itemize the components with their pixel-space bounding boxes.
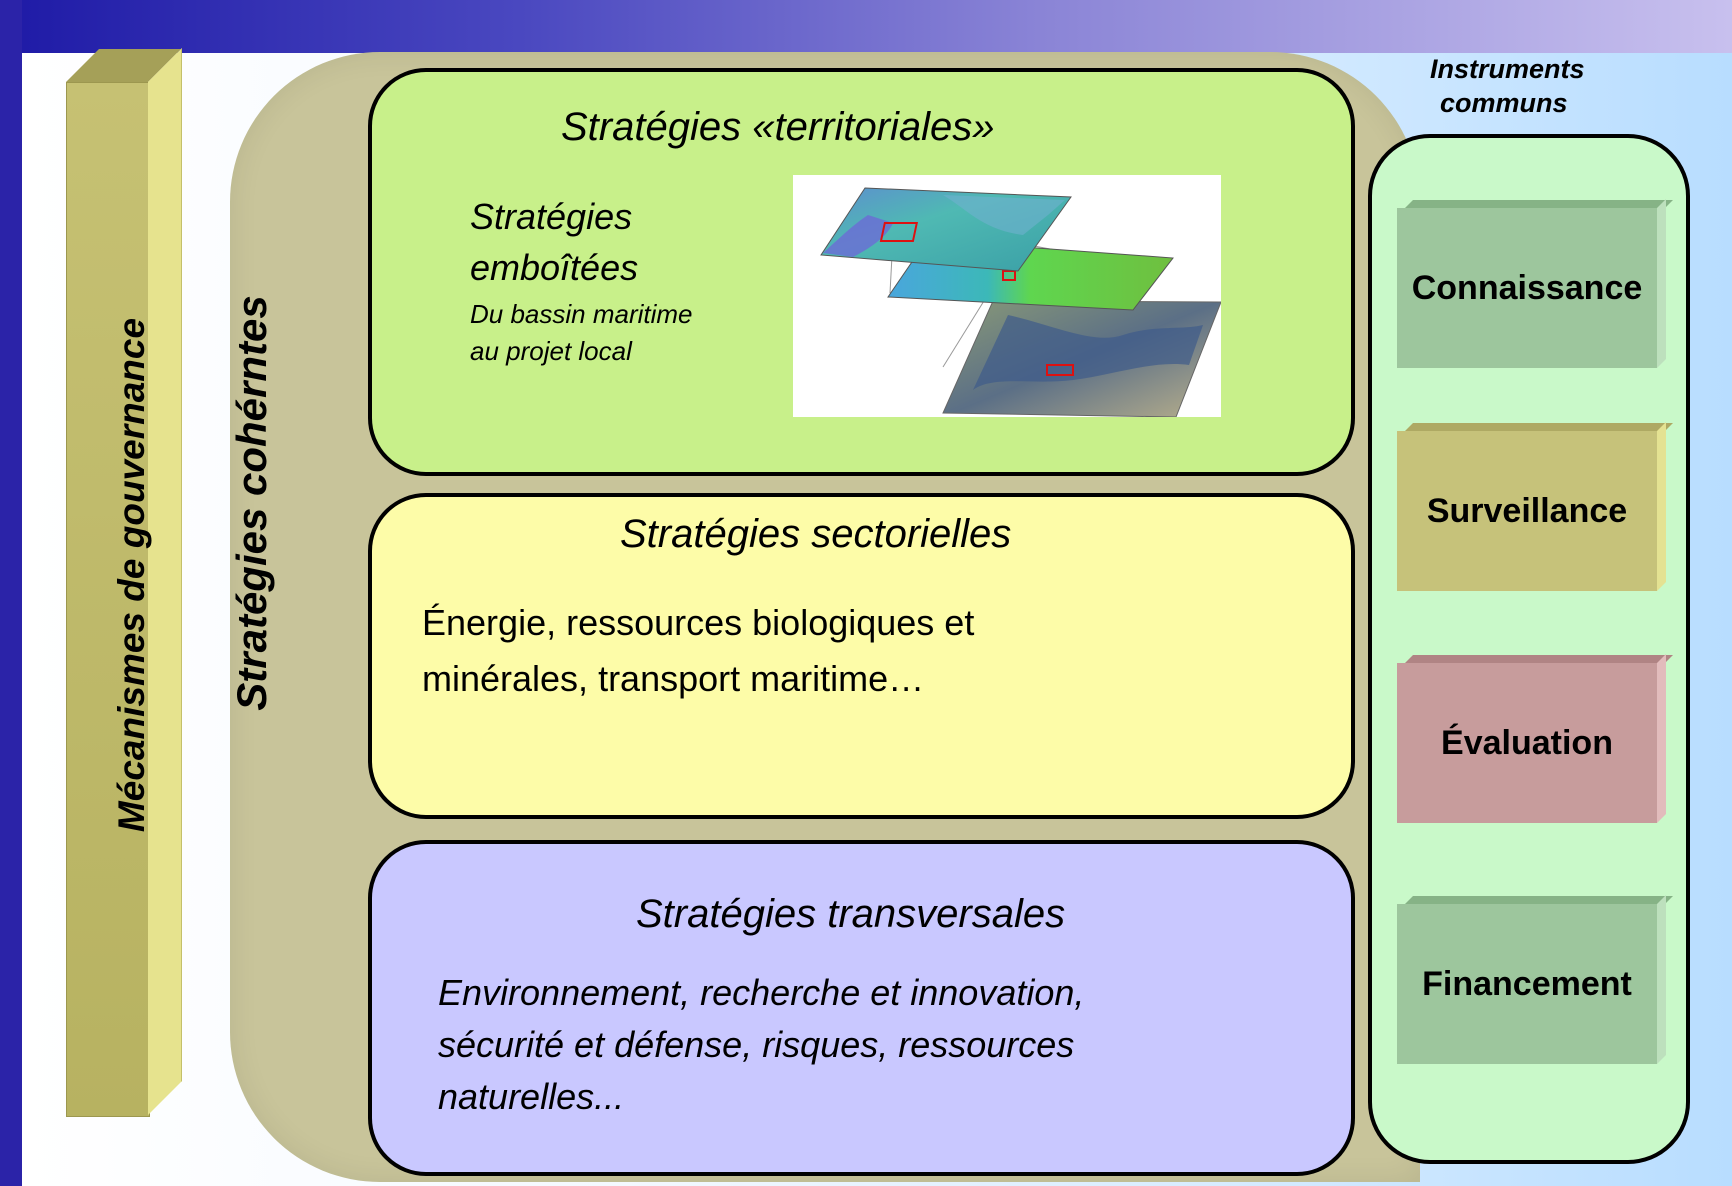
sectoral-strategies-panel: Stratégies sectorielles Énergie, ressour… bbox=[368, 493, 1355, 819]
instrument-box-surveillance: Surveillance bbox=[1397, 422, 1673, 591]
governance-label: Mécanismes de gouvernance bbox=[111, 317, 152, 833]
transversal-body-line3: naturelles... bbox=[438, 1076, 625, 1117]
instrument-box-evaluation: Évaluation bbox=[1397, 654, 1673, 823]
instrument-label-evaluation: Évaluation bbox=[1441, 723, 1613, 762]
instrument-box-knowledge: Connaissance bbox=[1397, 199, 1673, 368]
coherent-strategies-label: Stratégies cohérntes bbox=[228, 295, 275, 711]
governance-pillar-front bbox=[66, 82, 150, 1117]
nested-detail-line2: au projet local bbox=[470, 336, 632, 366]
territorial-title: Stratégies «territoriales» bbox=[561, 105, 995, 149]
instrument-label-surveillance: Surveillance bbox=[1426, 491, 1628, 530]
instrument-box-top bbox=[1405, 200, 1673, 208]
instrument-box-side bbox=[1657, 654, 1666, 823]
instrument-box-side bbox=[1657, 199, 1666, 368]
left-edge-bar bbox=[0, 0, 22, 1186]
instrument-box-financing: Financement bbox=[1397, 895, 1673, 1064]
instrument-box-top bbox=[1405, 423, 1673, 431]
transversal-body-line2: sécurité et défense, risques, ressources bbox=[438, 1024, 1075, 1065]
instrument-box-side bbox=[1657, 422, 1666, 591]
nested-maps-image bbox=[793, 175, 1222, 418]
instrument-label-knowledge: Connaissance bbox=[1411, 268, 1643, 307]
transversal-strategies-panel: Stratégies transversales Environnement, … bbox=[368, 840, 1355, 1176]
nested-strategies-line2: emboîtées bbox=[470, 247, 639, 288]
instrument-box-top bbox=[1405, 655, 1673, 663]
instrument-box-side bbox=[1657, 895, 1666, 1064]
nested-strategies-line1: Stratégies bbox=[470, 196, 633, 237]
instruments-caption-line2: communs bbox=[1440, 88, 1568, 118]
sectoral-body-line2: minérales, transport maritime… bbox=[422, 658, 925, 699]
instrument-label-financing: Financement bbox=[1422, 964, 1632, 1003]
sectoral-body-line1: Énergie, ressources biologiques et bbox=[422, 602, 975, 643]
sectoral-title: Stratégies sectorielles bbox=[620, 512, 1012, 556]
header-bar bbox=[0, 0, 1732, 53]
instruments-caption-line1: Instruments bbox=[1430, 54, 1585, 84]
transversal-body-line1: Environnement, recherche et innovation, bbox=[438, 972, 1085, 1013]
stacked-map-layers-svg bbox=[820, 187, 1222, 418]
instrument-box-top bbox=[1405, 896, 1673, 904]
transversal-title: Stratégies transversales bbox=[636, 892, 1066, 936]
nested-detail-line1: Du bassin maritime bbox=[470, 299, 693, 329]
instruments-caption: Instruments communs bbox=[1430, 52, 1650, 120]
